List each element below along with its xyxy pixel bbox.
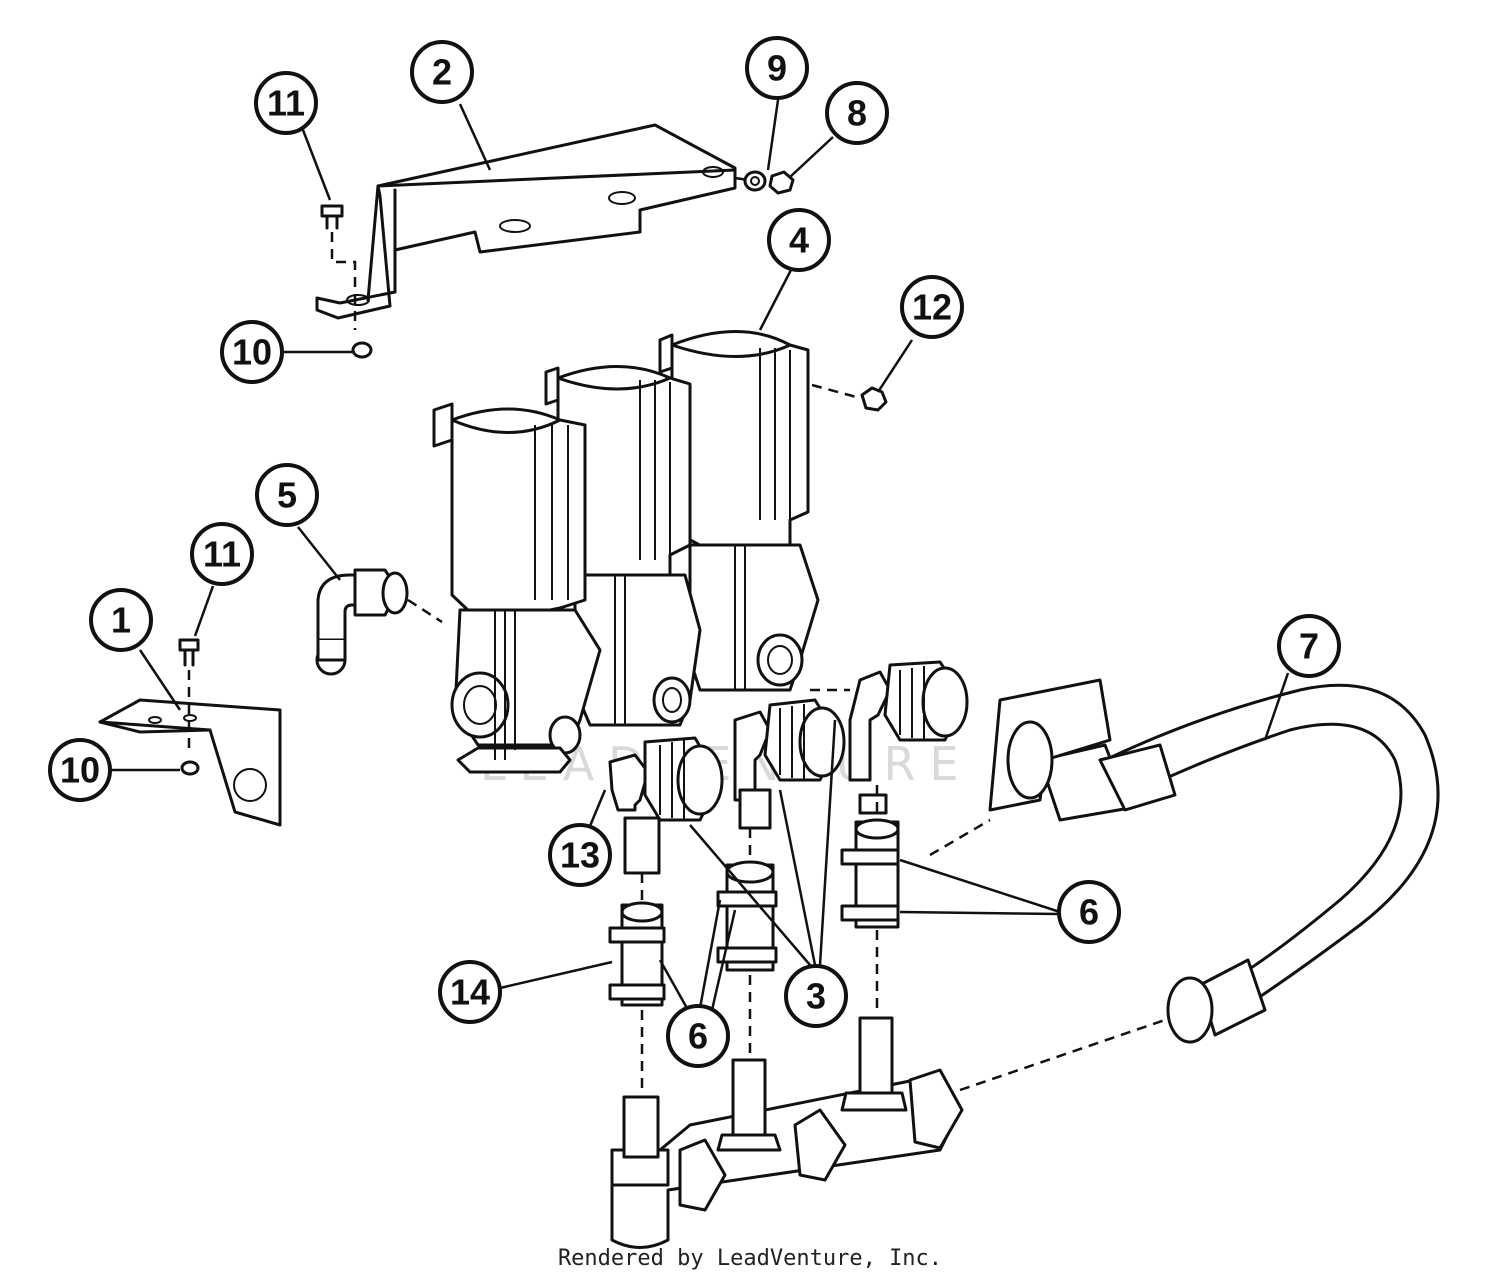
upper-mounting-bracket bbox=[315, 123, 737, 320]
callout-label: 5 bbox=[277, 475, 297, 516]
callout-8: 8 bbox=[825, 81, 889, 145]
callout-label: 9 bbox=[767, 48, 787, 89]
callout-label: 13 bbox=[560, 835, 600, 876]
credit-text: Rendered by LeadVenture, Inc. bbox=[557, 1246, 943, 1271]
callout-label: 7 bbox=[1299, 626, 1319, 667]
lower-mounting-bracket bbox=[98, 698, 282, 827]
hose-clamp-left bbox=[608, 901, 666, 1007]
callout-3: 3 bbox=[784, 964, 848, 1028]
callout-7: 7 bbox=[1277, 614, 1341, 678]
callout-label: 8 bbox=[847, 93, 867, 134]
leader-lines bbox=[110, 99, 1290, 1011]
hose-7 bbox=[988, 678, 1440, 1044]
callout-14: 14 bbox=[438, 960, 502, 1024]
solenoid-valve-assembly bbox=[432, 330, 820, 774]
tee-fitting-left bbox=[608, 736, 724, 822]
callout-label: 6 bbox=[1079, 892, 1099, 933]
callout-label: 2 bbox=[432, 52, 452, 93]
callout-label: 14 bbox=[450, 972, 490, 1013]
callout-label: 6 bbox=[688, 1016, 708, 1057]
callout-label: 10 bbox=[232, 332, 272, 373]
callout-13: 13 bbox=[548, 823, 612, 887]
callout-label: 3 bbox=[806, 976, 826, 1017]
callout-10-lower: 10 bbox=[48, 738, 112, 802]
callout-6-right: 6 bbox=[1057, 880, 1121, 944]
bolt-lower bbox=[178, 638, 200, 667]
callout-label: 11 bbox=[267, 83, 305, 124]
callout-12: 12 bbox=[900, 275, 964, 339]
callout-10-upper: 10 bbox=[220, 320, 284, 384]
manifold bbox=[610, 1016, 964, 1249]
callout-11-upper: 11 bbox=[254, 71, 318, 135]
tee-fitting-right bbox=[810, 660, 969, 782]
callout-4: 4 bbox=[767, 208, 831, 272]
callout-label: 12 bbox=[912, 287, 952, 328]
callout-1: 1 bbox=[89, 588, 153, 652]
callout-11-lower: 11 bbox=[190, 522, 254, 586]
nut-upper bbox=[351, 341, 373, 359]
callout-label: 10 bbox=[60, 750, 100, 791]
elbow-fitting-5 bbox=[315, 568, 409, 676]
callout-label: 1 bbox=[111, 600, 131, 641]
hose-clamp-right bbox=[840, 818, 900, 929]
callout-9: 9 bbox=[745, 36, 809, 100]
nut-lower bbox=[180, 760, 200, 776]
hose-clamp-middle bbox=[716, 860, 778, 972]
callout-2: 2 bbox=[410, 40, 474, 104]
nut-12 bbox=[860, 386, 888, 412]
bolt-upper bbox=[320, 204, 344, 230]
callout-6-left: 6 bbox=[666, 1004, 730, 1068]
callout-label: 4 bbox=[789, 220, 809, 261]
washer-9 bbox=[743, 170, 767, 192]
nut-8 bbox=[768, 170, 795, 195]
callout-label: 11 bbox=[203, 534, 241, 575]
callout-5: 5 bbox=[255, 463, 319, 527]
